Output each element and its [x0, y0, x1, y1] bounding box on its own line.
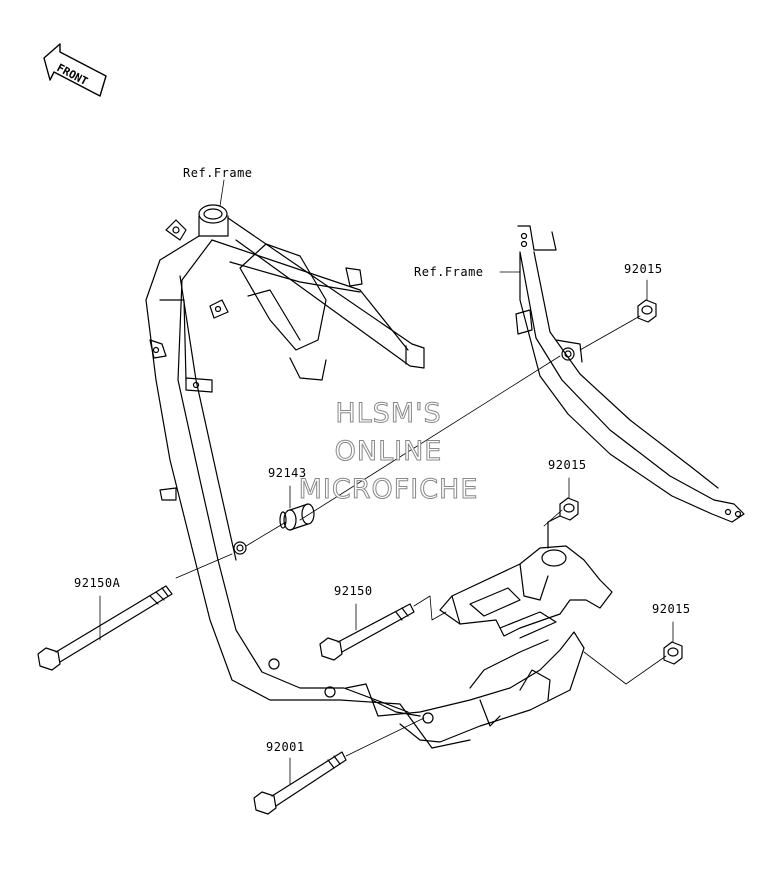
label-92150a: 92150A	[74, 576, 121, 590]
main-frame-right	[515, 225, 745, 523]
label-92015-b: 92015	[548, 458, 587, 472]
label-92150: 92150	[334, 584, 373, 598]
front-arrow-icon: FRONT	[43, 43, 107, 97]
bolt-92001	[253, 751, 347, 815]
watermark-line-1: HLSM'S	[335, 398, 442, 430]
watermark-line-3: MICROFICHE	[298, 474, 479, 506]
nut-92015-c	[663, 641, 683, 665]
nut-92015-a	[637, 299, 657, 323]
leader-lines	[99, 179, 674, 785]
bolt-92150a	[37, 585, 173, 671]
label-92143: 92143	[268, 466, 307, 480]
nut-92015-b	[559, 497, 579, 521]
bolt-92150	[319, 603, 415, 661]
label-ref-frame-top: Ref.Frame	[183, 166, 253, 180]
main-frame-left	[145, 204, 585, 749]
label-92001: 92001	[266, 740, 305, 754]
label-92015-a: 92015	[624, 262, 663, 276]
label-92015-c: 92015	[652, 602, 691, 616]
label-ref-frame-right: Ref.Frame	[414, 265, 484, 279]
engine-mount-bracket	[439, 515, 613, 639]
collar-92143	[279, 503, 315, 531]
watermark-line-2: ONLINE	[334, 436, 443, 468]
